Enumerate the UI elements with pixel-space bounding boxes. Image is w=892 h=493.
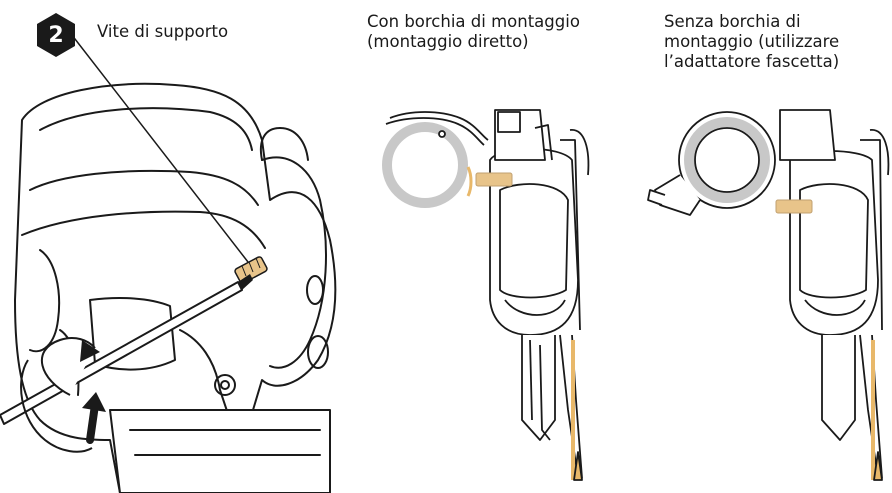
hexagon-shape <box>37 13 75 57</box>
curved-arrow-icon <box>20 337 106 453</box>
cable-direct <box>571 340 575 480</box>
screw-leader-line <box>67 29 249 263</box>
direct-mount-derailleur <box>382 109 590 481</box>
caption-direct-mount: Con borchia di montaggio (montaggio dire… <box>367 12 580 51</box>
caption-band-adapter: Senza borchia di montaggio (utilizzare l… <box>664 12 840 71</box>
step-number-badge: 2 <box>37 13 75 57</box>
step-number: 2 <box>48 23 63 48</box>
frame-tube <box>382 122 468 208</box>
band-adapter-support-screw <box>775 199 813 214</box>
band-adapter-derailleur <box>647 109 890 481</box>
cable-band <box>871 340 875 480</box>
support-screw-label: Vite di supporto <box>97 22 229 41</box>
direct-mount-support-screw <box>466 166 513 197</box>
derailleur-body-outline <box>14 82 337 493</box>
frame-tube-band <box>684 117 770 203</box>
support-screw <box>234 256 268 284</box>
derailleur-closeup <box>14 82 337 493</box>
